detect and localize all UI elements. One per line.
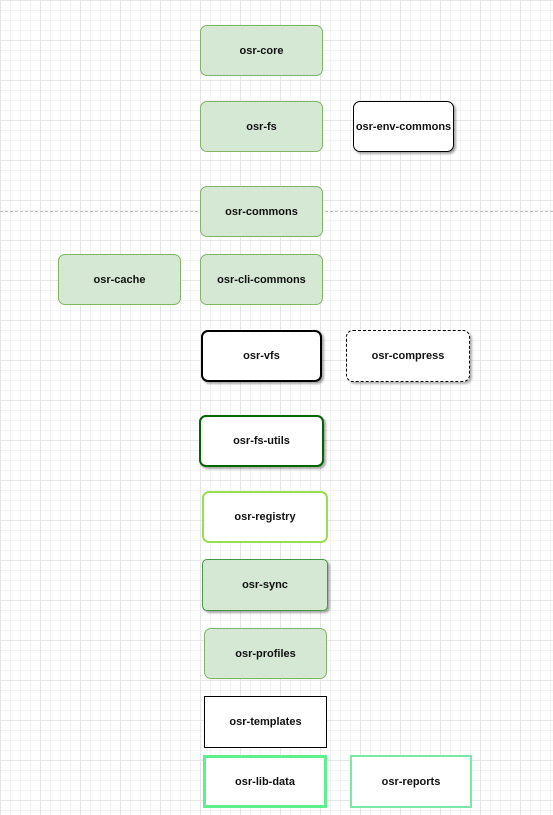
node-label: osr-core (239, 44, 284, 57)
node-osr-lib-data[interactable]: osr-lib-data (203, 755, 327, 808)
node-osr-cache[interactable]: osr-cache (58, 254, 181, 305)
node-osr-core[interactable]: osr-core (200, 25, 323, 76)
node-osr-fs-utils[interactable]: osr-fs-utils (199, 415, 324, 467)
node-osr-sync[interactable]: osr-sync (202, 559, 328, 611)
node-label: osr-commons (225, 205, 298, 218)
node-label: osr-fs-utils (233, 435, 290, 447)
node-label: osr-templates (229, 716, 302, 728)
node-osr-vfs[interactable]: osr-vfs (201, 330, 322, 382)
node-label: osr-compress (371, 350, 445, 362)
node-label: osr-lib-data (235, 775, 295, 788)
node-osr-fs[interactable]: osr-fs (200, 101, 323, 152)
node-osr-registry[interactable]: osr-registry (202, 491, 328, 543)
node-label: osr-registry (234, 511, 296, 523)
node-label: osr-env-commons (355, 120, 452, 133)
node-osr-compress[interactable]: osr-compress (346, 330, 470, 382)
node-osr-templates[interactable]: osr-templates (204, 696, 327, 748)
node-label: osr-vfs (243, 350, 280, 362)
node-label: osr-cache (93, 273, 146, 286)
node-osr-commons[interactable]: osr-commons (200, 186, 323, 237)
node-osr-env-commons[interactable]: osr-env-commons (353, 101, 454, 152)
node-osr-cli-commons[interactable]: osr-cli-commons (200, 254, 323, 305)
node-label: osr-cli-commons (217, 273, 306, 286)
node-osr-reports[interactable]: osr-reports (350, 755, 472, 808)
node-label: osr-reports (381, 775, 441, 788)
node-label: osr-fs (246, 120, 277, 133)
node-label: osr-sync (242, 579, 288, 591)
node-osr-profiles[interactable]: osr-profiles (204, 628, 327, 679)
node-label: osr-profiles (235, 647, 296, 660)
